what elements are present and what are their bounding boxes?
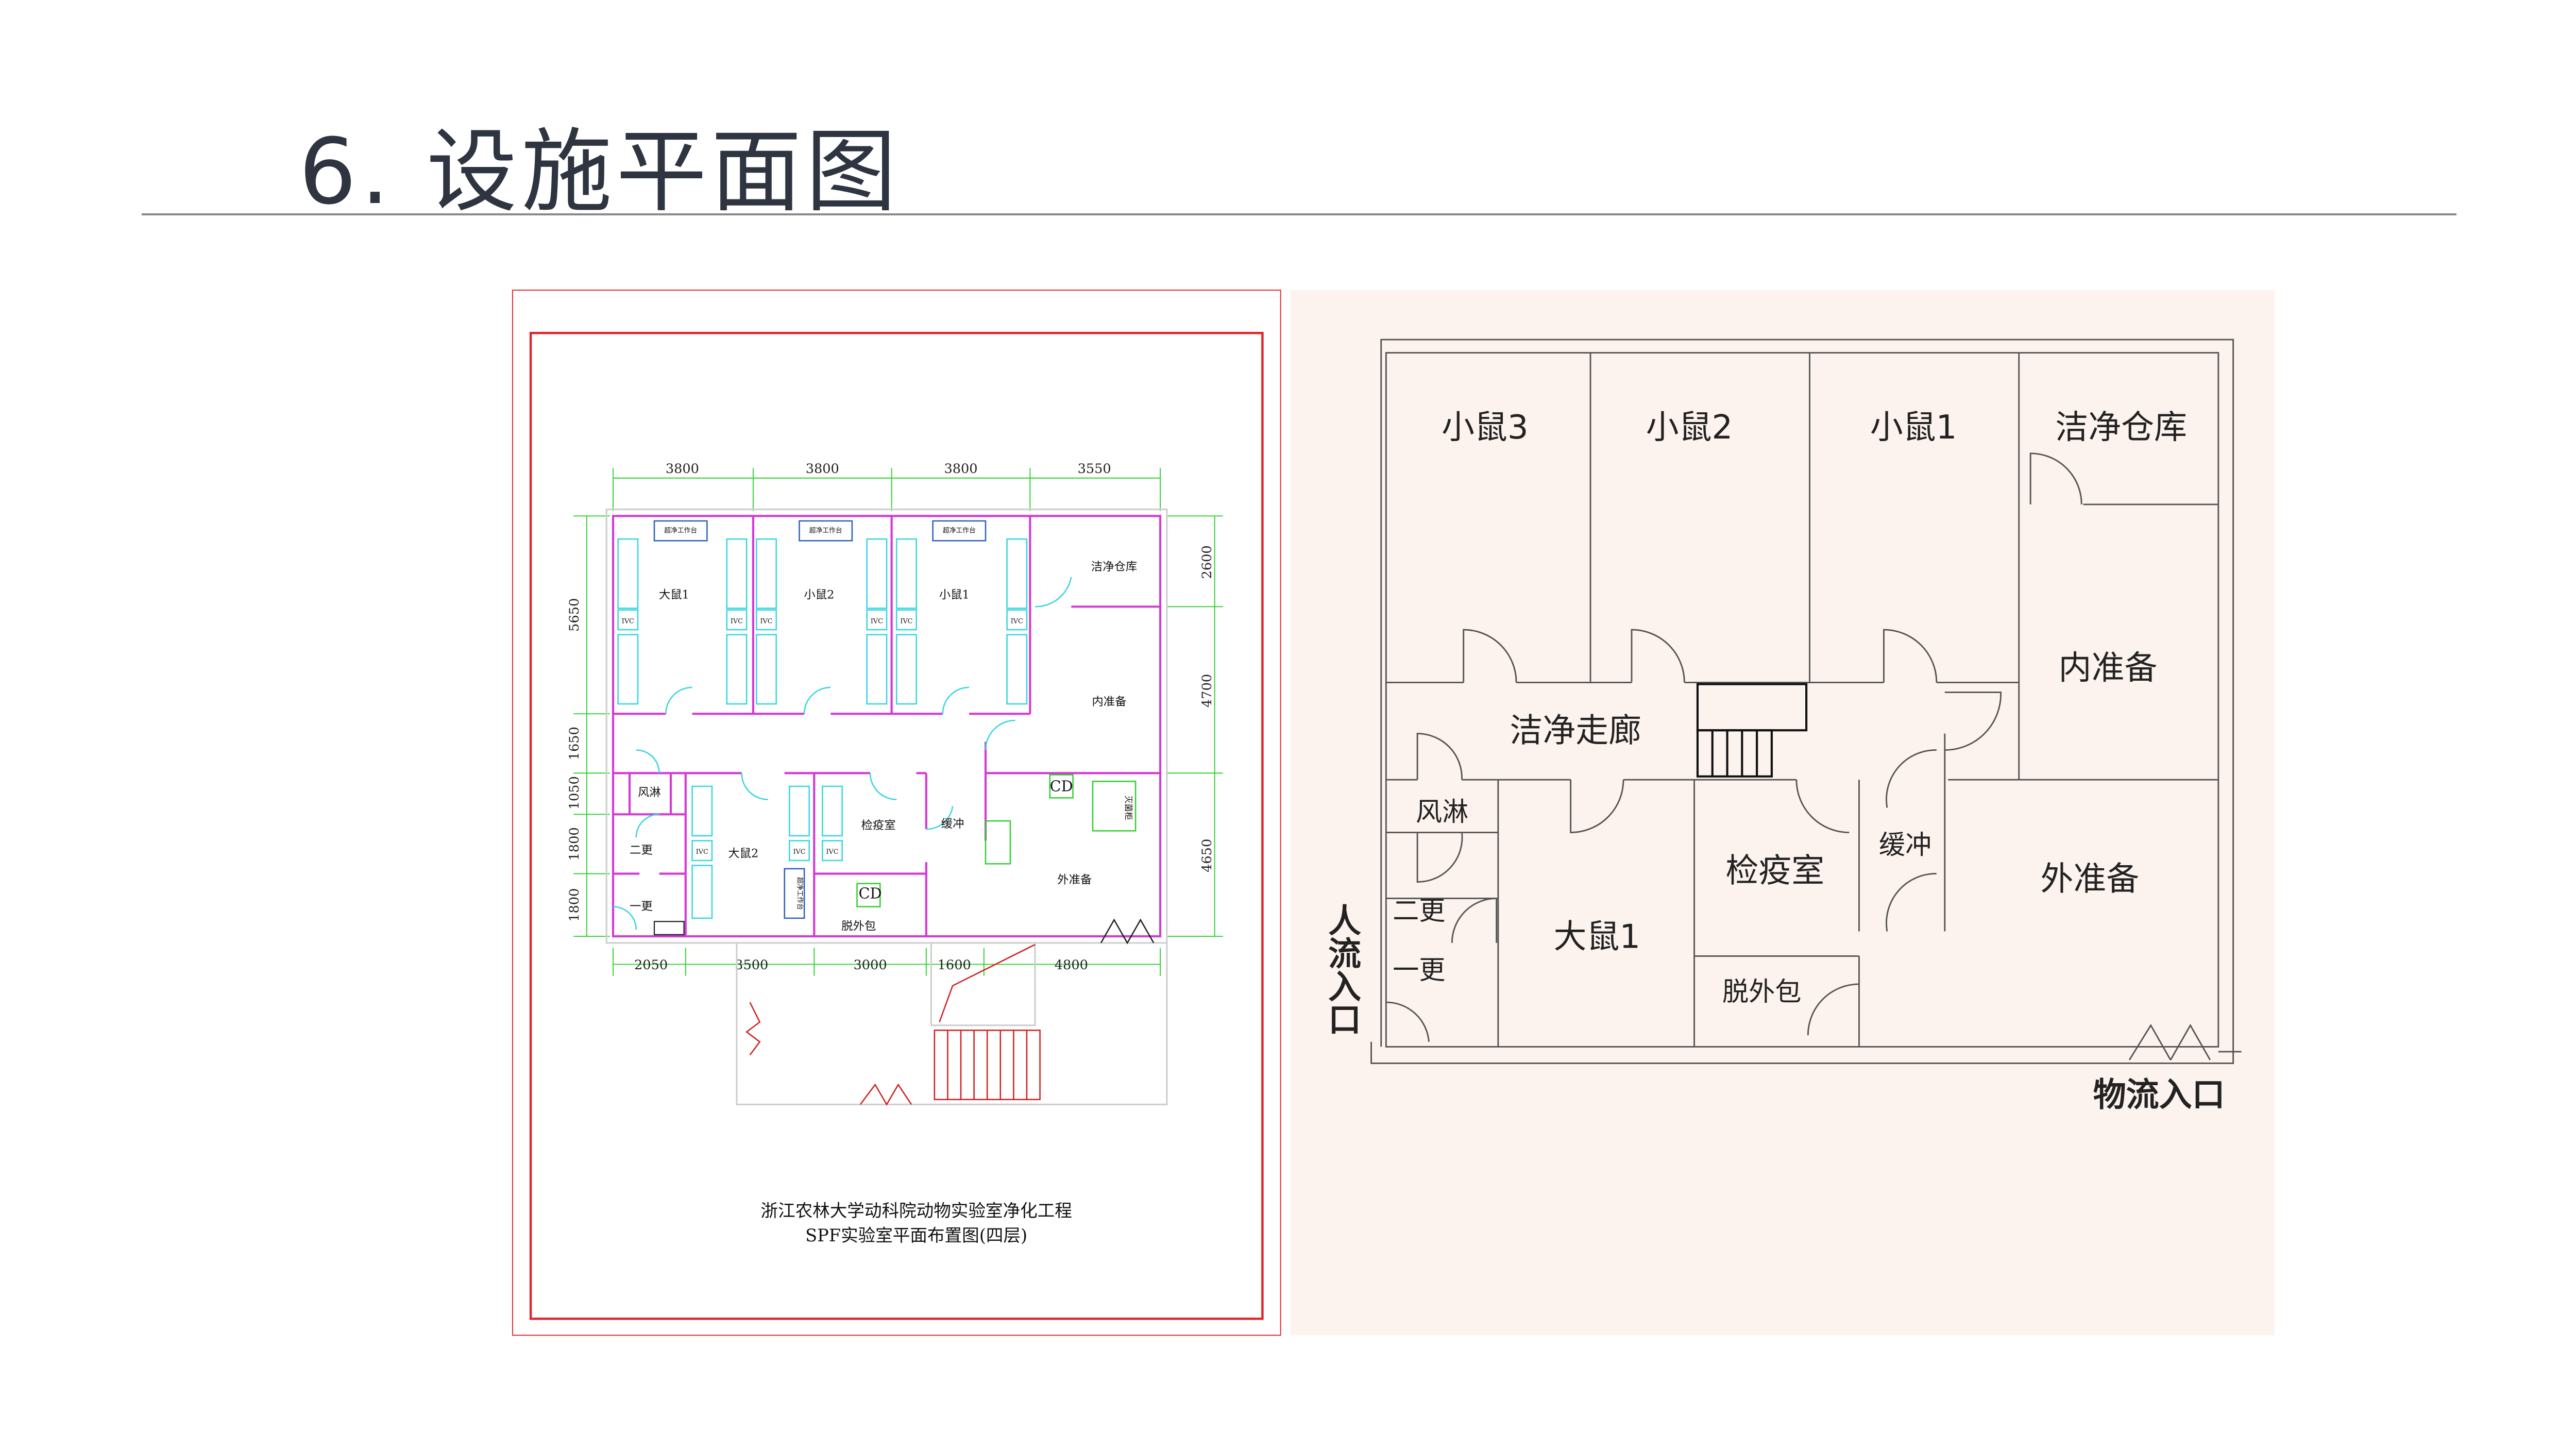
stair-icon: [1696, 683, 1808, 778]
room-label: 二更: [630, 844, 653, 857]
dim-bottom-3: 3000: [854, 957, 887, 973]
room-label: 脱外包: [1722, 976, 1802, 1007]
room-label: 洁净仓库: [2055, 409, 2187, 447]
room-label: 小鼠2: [1646, 409, 1733, 447]
dim-left-2: 1650: [567, 727, 582, 760]
plan-caption-line1: 浙江农林大学动科院动物实验室净化工程: [760, 1201, 1072, 1221]
bench-label: 超净工作台: [943, 527, 976, 534]
ivc-label: IVC: [900, 617, 912, 625]
room-label: 一更: [1393, 955, 1445, 986]
bench-label: 超净工作台: [809, 527, 842, 534]
room-label: 小鼠2: [804, 588, 834, 601]
cad-floor-plan: 3800 3800 3800 3550 2050 3500 3000 1600 …: [512, 290, 1281, 1336]
room-label: 缓冲: [941, 817, 964, 831]
room-label: 检疫室: [1725, 852, 1824, 890]
room-label: 脱外包: [841, 919, 876, 933]
people-entry-label: 人流入口: [1323, 903, 1361, 1035]
bench-label: 超净工作台: [795, 877, 803, 910]
room-label: 小鼠1: [939, 588, 970, 601]
room-label: 外准备: [2040, 860, 2139, 898]
dim-right-1: 2600: [1199, 545, 1215, 579]
dim-left-4: 1800: [567, 827, 582, 861]
title-divider: [142, 213, 2456, 215]
dim-right-3: 4650: [1199, 839, 1215, 872]
walls: [612, 515, 1162, 938]
dim-bottom-5: 4800: [1055, 957, 1088, 973]
room-label: 内准备: [1092, 695, 1126, 709]
dim-top-4: 3550: [1078, 461, 1111, 477]
cd-label: CD: [859, 884, 882, 902]
room-label: 二更: [1393, 896, 1445, 926]
ivc-label: IVC: [1011, 617, 1023, 625]
simplified-floor-plan: 小鼠3 小鼠2 小鼠1 洁净仓库 内准备 洁净走廊 检疫室 外准备 大鼠1 风淋…: [1290, 290, 2275, 1336]
room-label: 大鼠1: [659, 588, 689, 601]
dim-left-1: 5650: [567, 598, 582, 632]
ivc-label: IVC: [760, 617, 772, 625]
equipment: [613, 538, 1072, 930]
dimension-lines: [573, 468, 1223, 976]
room-label: 小鼠1: [1870, 409, 1957, 447]
room-label: 风淋: [1416, 797, 1468, 828]
dim-bottom-4: 1600: [938, 957, 971, 973]
dim-right-2: 4700: [1199, 674, 1215, 707]
room-label: 检疫室: [861, 819, 895, 832]
room-label: 小鼠3: [1442, 409, 1529, 447]
room-label: 风淋: [638, 786, 661, 799]
sterilizer-label: 灭菌柜: [1124, 796, 1133, 820]
stair-icon: [745, 943, 1041, 1106]
ivc-label: IVC: [871, 617, 883, 625]
room-label: 一更: [630, 900, 653, 913]
room-label: 外准备: [1057, 873, 1092, 887]
dim-left-5: 1800: [567, 888, 582, 922]
ivc-label: IVC: [622, 617, 634, 625]
room-label: 洁净仓库: [1091, 560, 1138, 574]
room-label: 大鼠1: [1553, 918, 1640, 956]
room-label: 大鼠2: [728, 847, 758, 861]
room-label: 内准备: [2059, 649, 2158, 687]
dim-bottom-1: 2050: [634, 957, 668, 973]
dim-top-1: 3800: [666, 461, 699, 477]
ivc-label: IVC: [696, 848, 708, 856]
dim-left-3: 1050: [567, 776, 582, 810]
ivc-label: IVC: [731, 617, 743, 625]
plan-caption-line2: SPF实验室平面布置图(四层): [805, 1225, 1027, 1245]
room-label: 洁净走廊: [1510, 712, 1641, 750]
slide-title: 6. 设施平面图: [299, 119, 901, 225]
dim-bottom-2: 3500: [735, 957, 768, 973]
cd-label: CD: [1050, 778, 1073, 795]
bench-label: 超净工作台: [664, 527, 697, 534]
goods-entry-label: 物流入口: [2093, 1076, 2225, 1115]
room-label: 缓冲: [1879, 830, 1931, 861]
dim-top-3: 3800: [944, 461, 977, 477]
ivc-label: IVC: [793, 848, 805, 856]
dim-top-2: 3800: [806, 461, 839, 477]
ivc-label: IVC: [826, 848, 838, 856]
